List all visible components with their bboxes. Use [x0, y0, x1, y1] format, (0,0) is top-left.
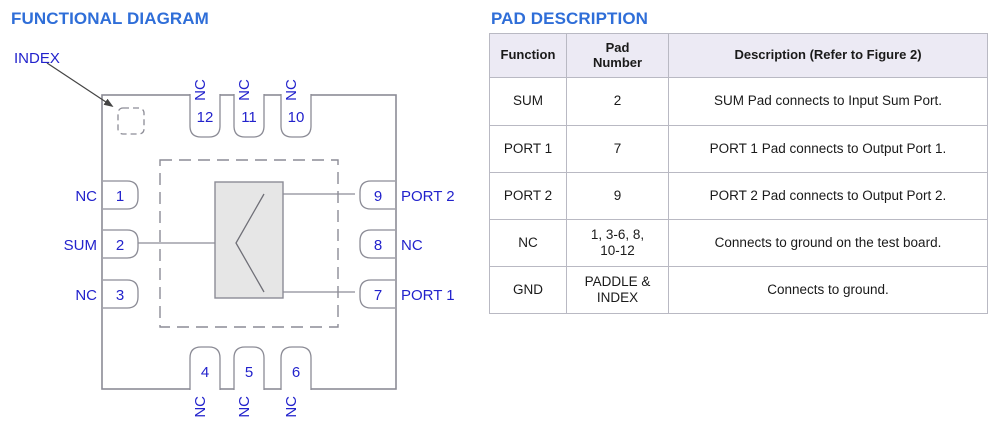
pad-10-label: NC: [283, 79, 300, 101]
pad-1-number: 1: [116, 188, 124, 205]
pad-6-label: NC: [283, 396, 300, 418]
pad-10[interactable]: [280, 94, 312, 138]
pad-1-label: NC: [75, 188, 97, 205]
pad-12[interactable]: [189, 94, 221, 138]
pad-4[interactable]: [189, 346, 221, 390]
cell-pad-number-line1: 1, 3-6, 8,: [590, 226, 645, 242]
pad-3[interactable]: [103, 279, 139, 309]
pad-2-label: SUM: [64, 237, 97, 254]
pad-3-label: NC: [75, 287, 97, 304]
pad-7[interactable]: [359, 279, 395, 309]
pad-11-label: NC: [236, 79, 253, 101]
pad-12-label: NC: [192, 79, 209, 101]
table-row: NC 1, 3-6, 8, 10-12 Connects to ground o…: [489, 219, 988, 267]
cell-pad-number: PADDLE & INDEX: [566, 266, 669, 314]
cell-pad-number: 2: [566, 77, 669, 126]
pad-6[interactable]: [280, 346, 312, 390]
cell-pad-number-line2: INDEX: [596, 290, 639, 305]
pad-5-number: 5: [245, 364, 253, 381]
cell-pad-number: 7: [566, 125, 669, 173]
cell-description: PORT 1 Pad connects to Output Port 1.: [668, 125, 988, 173]
index-mark: [117, 107, 145, 135]
pad-1[interactable]: [103, 180, 139, 210]
pad-5-label: NC: [236, 396, 253, 418]
pad-4-label: NC: [192, 396, 209, 418]
pad-2-number: 2: [116, 237, 124, 254]
functional-diagram-title: FUNCTIONAL DIAGRAM: [11, 9, 209, 28]
cell-description: Connects to ground on the test board.: [668, 219, 988, 267]
pad-11[interactable]: [233, 94, 265, 138]
cell-pad-number-line1: PADDLE &: [584, 273, 651, 289]
pad-4-number: 4: [201, 364, 209, 381]
index-leader-arrow: [46, 62, 114, 107]
index-label: INDEX: [14, 50, 60, 67]
pad-7-label: PORT 1: [401, 287, 455, 304]
cell-pad-number: 9: [566, 172, 669, 220]
table-row: SUM 2 SUM Pad connects to Input Sum Port…: [489, 77, 988, 126]
splitter-block: [214, 181, 284, 299]
pad-description-table: Function Pad Number Description (Refer t…: [489, 33, 988, 314]
pad-11-number: 11: [241, 109, 257, 126]
column-header-function: Function: [489, 33, 567, 78]
cell-pad-number-line2: 10-12: [600, 243, 635, 258]
pad-8-label: NC: [401, 237, 423, 254]
cell-description: PORT 2 Pad connects to Output Port 2.: [668, 172, 988, 220]
cell-function: GND: [489, 266, 567, 314]
column-header-description: Description (Refer to Figure 2): [668, 33, 988, 78]
pad-12-number: 12: [197, 109, 214, 126]
cell-description: Connects to ground.: [668, 266, 988, 314]
column-header-pad-number-line2: Number: [592, 54, 643, 70]
cell-description: SUM Pad connects to Input Sum Port.: [668, 77, 988, 126]
cell-pad-number: 1, 3-6, 8, 10-12: [566, 219, 669, 267]
table-row: PORT 2 9 PORT 2 Pad connects to Output P…: [489, 172, 988, 220]
cell-function: PORT 1: [489, 125, 567, 173]
column-header-pad-number-line1: Pad: [605, 39, 630, 55]
pad-9-number: 9: [374, 188, 382, 205]
pad-2[interactable]: [103, 229, 139, 259]
cell-function: NC: [489, 219, 567, 267]
table-header-row: Function Pad Number Description (Refer t…: [489, 33, 988, 78]
pad-3-number: 3: [116, 287, 124, 304]
pad-9-label: PORT 2: [401, 188, 455, 205]
pad-8-number: 8: [374, 237, 382, 254]
column-header-pad-number: Pad Number: [566, 33, 669, 78]
table-row: GND PADDLE & INDEX Connects to ground.: [489, 266, 988, 314]
pad-description-title: PAD DESCRIPTION: [491, 9, 649, 28]
pad-8[interactable]: [359, 229, 395, 259]
pad-5[interactable]: [233, 346, 265, 390]
pad-10-number: 10: [288, 109, 305, 126]
pad-7-number: 7: [374, 287, 382, 304]
table-row: PORT 1 7 PORT 1 Pad connects to Output P…: [489, 125, 988, 173]
cell-function: PORT 2: [489, 172, 567, 220]
pad-9[interactable]: [359, 180, 395, 210]
functional-diagram: 12 NC 11 NC 10 NC 1 NC 2 SUM 3 NC 9 PORT…: [0, 0, 480, 423]
pad-6-number: 6: [292, 364, 300, 381]
cell-function: SUM: [489, 77, 567, 126]
splitter-symbol: [235, 193, 265, 293]
